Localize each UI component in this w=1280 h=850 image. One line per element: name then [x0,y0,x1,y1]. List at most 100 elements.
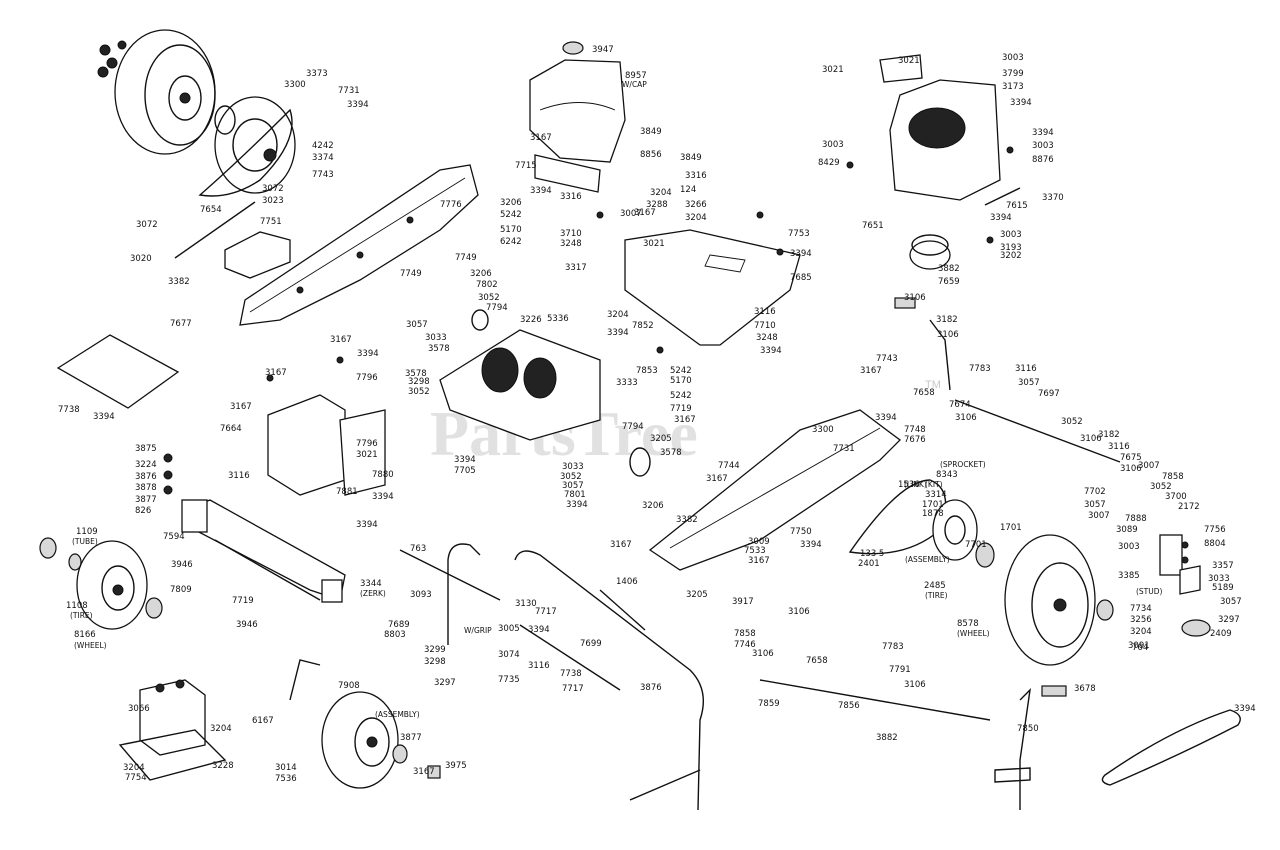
part-callout: 3849 [680,153,702,163]
part-callout: 3007 [1138,461,1160,471]
part-callout: 3394 [530,186,552,196]
part-callout: 3799 [1002,69,1024,79]
part-callout: (TIRE) [925,591,948,600]
part-callout: 3256 [1130,615,1152,625]
part-callout: 7654 [200,205,222,215]
part-callout: 3007 [1088,511,1110,521]
part-callout: 2485 [924,581,946,591]
part-callout: 3193 [1000,243,1022,253]
part-callout: 3074 [498,650,520,660]
part-callout: 3374 [312,153,334,163]
part-callout: 7756 [1204,525,1226,535]
part-callout: 7731 [833,444,855,454]
part-callout: 7533 [744,546,766,556]
part-callout: 3316 [685,171,707,181]
part-callout: 3167 [413,767,435,777]
part-callout: 3130 [515,599,537,609]
part-callout: 7677 [170,319,192,329]
part-callout: 7699 [580,639,602,649]
part-callout: 7744 [718,461,740,471]
part-callout: 3228 [212,761,234,771]
part-callout: 3394 [760,346,782,356]
part-callout: 3204 [685,213,707,223]
part-callout: 5242 [500,210,522,220]
part-callout: 3300 [284,80,306,90]
part-callout: 3052 [1061,417,1083,427]
part-callout: 1406 [616,577,638,587]
part-callout: 7738 [560,669,582,679]
part-callout: 2401 [858,559,880,569]
part-callout: 3394 [357,349,379,359]
part-callout: 3394 [528,625,550,635]
part-callout: 7908 [338,681,360,691]
part-callout: 7880 [372,470,394,480]
part-callout: 7659 [938,277,960,287]
part-callout: 3394 [607,328,629,338]
part-callout: 3116 [1015,364,1037,374]
part-callout: 8343 [936,470,958,480]
front-left-wheel [39,537,163,630]
part-callout: 7594 [163,532,185,542]
part-callout: (STUD) [1136,587,1163,596]
part-callout: 8856 [640,150,662,160]
part-callout: 7856 [838,701,860,711]
rear-right-tire [975,534,1114,666]
part-callout: 6167 [252,716,274,726]
part-callout: 3394 [790,249,812,259]
part-callout: 3373 [306,69,328,79]
part-callout: 7719 [232,596,254,606]
part-callout: 3167 [230,402,252,412]
part-callout: 6242 [500,237,522,247]
part-callout: 3849 [640,127,662,137]
part-callout: 7801 [564,490,586,500]
part-callout: 3003 [1118,542,1140,552]
part-callout: 3876 [135,472,157,482]
part-callout: 8876 [1032,155,1054,165]
part-callout: 3167 [748,556,770,566]
part-callout: 5242 [670,391,692,401]
part-callout: 7746 [734,640,756,650]
part-callout: 7794 [486,303,508,313]
part-callout: 7748 [904,425,926,435]
part-callout: 1536 [898,480,920,490]
part-callout: 7776 [440,200,462,210]
part-callout: 3578 [660,448,682,458]
part-callout: 3057 [1084,500,1106,510]
part-callout: 3106 [752,649,774,659]
battery [118,679,227,781]
part-callout: 5170 [500,225,522,235]
part-callout: 3394 [1234,704,1256,714]
part-callout: 7615 [1006,201,1028,211]
part-callout: 133 5 [860,549,884,559]
part-callout: (ZERK) [360,589,386,598]
part-callout: 3106 [788,607,810,617]
part-callout: 7731 [338,86,360,96]
part-callout: 3394 [990,213,1012,223]
part-callout: 3205 [686,590,708,600]
part-callout: 3298 [424,657,446,667]
part-callout: 3116 [1108,442,1130,452]
part-callout: 7754 [125,773,147,783]
part-callout: 8957 [625,71,647,81]
part-callout: 3205 [650,434,672,444]
part-callout: 3300 [812,425,834,435]
hardware-fasteners [163,146,1189,564]
part-callout: 7702 [1084,487,1106,497]
transaxle [439,309,651,477]
part-callout: 3710 [560,229,582,239]
part-callout: 3167 [610,540,632,550]
part-callout: 3394 [566,500,588,510]
part-callout: 3314 [925,490,947,500]
part-callout: 7859 [758,699,780,709]
part-callout: (ASSEMBLY) [905,555,950,564]
part-callout: 7717 [535,607,557,617]
part-callout: 3167 [674,415,696,425]
part-callout: (ASSEMBLY) [375,710,420,719]
part-callout: 3116 [528,661,550,671]
part-callout: 8429 [818,158,840,168]
part-callout: 3385 [1118,571,1140,581]
part-callout: 3020 [130,254,152,264]
part-callout: 7809 [170,585,192,595]
part-callout: 763 [410,544,426,554]
